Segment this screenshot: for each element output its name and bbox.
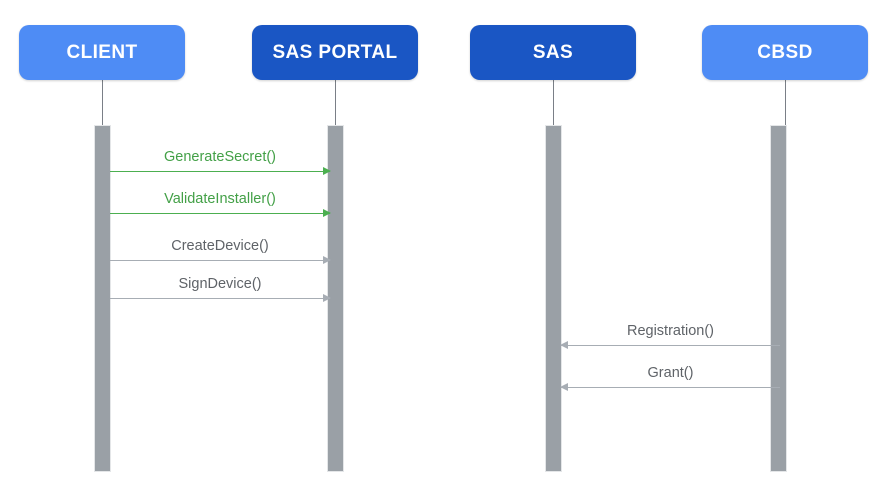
actor-box-sas-portal[interactable]: SAS PORTAL xyxy=(252,25,418,80)
message-line-create-device xyxy=(110,260,330,261)
message-line-registration xyxy=(561,345,780,346)
message-line-sign-device xyxy=(110,298,330,299)
arrow-head-right-icon xyxy=(323,294,331,302)
message-label-grant: Grant() xyxy=(647,365,694,381)
arrow-head-right-icon xyxy=(323,256,331,264)
lifeline-cbsd xyxy=(785,80,786,125)
message-label-validate-installer: ValidateInstaller() xyxy=(164,191,276,207)
lifeline-client xyxy=(102,80,103,125)
actor-label-cbsd: CBSD xyxy=(757,41,813,63)
arrow-head-left-icon xyxy=(560,341,568,349)
actor-box-client[interactable]: CLIENT xyxy=(19,25,185,80)
actor-box-cbsd[interactable]: CBSD xyxy=(702,25,868,80)
message-label-generate-secret: GenerateSecret() xyxy=(163,149,277,165)
message-line-grant xyxy=(561,387,780,388)
message-label-registration: Registration() xyxy=(626,323,715,339)
message-line-generate-secret xyxy=(110,171,330,172)
arrow-head-right-icon xyxy=(323,209,331,217)
lifeline-sas-portal xyxy=(335,80,336,125)
activation-bar-client xyxy=(94,125,111,472)
actor-label-client: CLIENT xyxy=(66,41,138,63)
arrow-head-left-icon xyxy=(560,383,568,391)
message-label-sign-device: SignDevice() xyxy=(178,276,262,292)
actor-label-sas-portal: SAS PORTAL xyxy=(272,41,398,63)
actor-label-sas: SAS xyxy=(532,41,574,63)
activation-bar-sas xyxy=(545,125,562,472)
actor-box-sas[interactable]: SAS xyxy=(470,25,636,80)
message-line-validate-installer xyxy=(110,213,330,214)
arrow-head-right-icon xyxy=(323,167,331,175)
activation-bar-cbsd xyxy=(770,125,787,472)
lifeline-sas xyxy=(553,80,554,125)
message-label-create-device: CreateDevice() xyxy=(171,238,269,254)
